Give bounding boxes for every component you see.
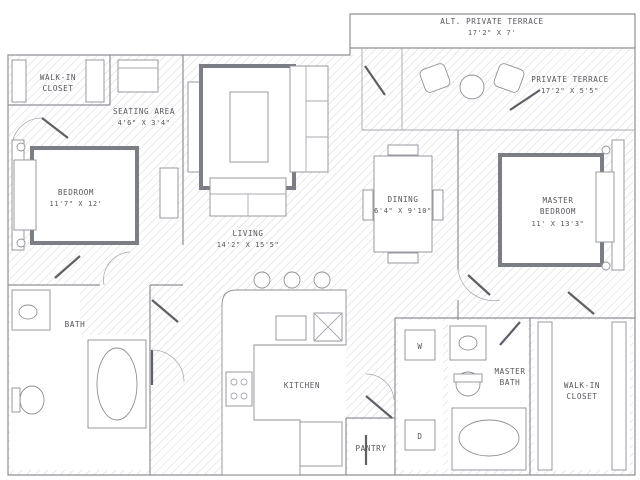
master-bedroom-line-1: MASTER	[542, 196, 573, 205]
master-bath-line-2: BATH	[500, 378, 521, 387]
master-bath-fixtures	[404, 325, 527, 471]
private-terrace-size: 17'2" X 5'5"	[541, 87, 599, 95]
room-labels: ALT. PRIVATE TERRACE 17'2" X 7' PRIVATE …	[40, 17, 609, 453]
walk-in-closet-1-line-2: CLOSET	[42, 84, 73, 93]
living-name: LIVING	[232, 229, 263, 238]
pantry-name: PANTRY	[355, 444, 386, 453]
washer-label: W	[417, 342, 422, 351]
walls	[7, 13, 636, 476]
seating-area-name: SEATING AREA	[113, 107, 175, 116]
dining-name: DINING	[387, 195, 418, 204]
doors	[11, 65, 595, 465]
kitchen-fixtures	[221, 271, 347, 476]
kitchen-name: KITCHEN	[284, 381, 320, 390]
dining-table	[362, 144, 444, 264]
bedroom-bed	[11, 139, 179, 251]
walk-in-closet-2-line-2: CLOSET	[566, 392, 597, 401]
walk-in-closet-1-line-1: WALK-IN	[40, 73, 76, 82]
private-terrace-name: PRIVATE TERRACE	[531, 75, 609, 84]
seating-chair	[117, 59, 159, 93]
bedroom-name: BEDROOM	[58, 188, 94, 197]
living-furniture	[187, 64, 329, 217]
master-bath-line-1: MASTER	[494, 367, 525, 376]
living-size: 14'2" X 15'5"	[217, 241, 280, 249]
master-bedroom-size: 11' X 13'3"	[532, 220, 585, 228]
master-bed	[498, 139, 625, 271]
alt-terrace-size: 17'2" X 7'	[468, 29, 516, 37]
dryer-label: D	[417, 432, 422, 441]
bath-fixtures	[11, 289, 147, 429]
terrace-furniture	[401, 48, 525, 130]
master-bedroom-line-2: BEDROOM	[540, 207, 576, 216]
seating-area-size: 4'6" X 3'4"	[118, 119, 171, 127]
walk-in-closet-2-line-1: WALK-IN	[564, 381, 600, 390]
bath-name: BATH	[65, 320, 86, 329]
bedroom-size: 11'7" X 12'	[50, 200, 103, 208]
dining-size: 6'4" X 9'10"	[374, 207, 432, 215]
closet-shelving	[11, 59, 627, 471]
alt-terrace-name: ALT. PRIVATE TERRACE	[440, 17, 543, 26]
